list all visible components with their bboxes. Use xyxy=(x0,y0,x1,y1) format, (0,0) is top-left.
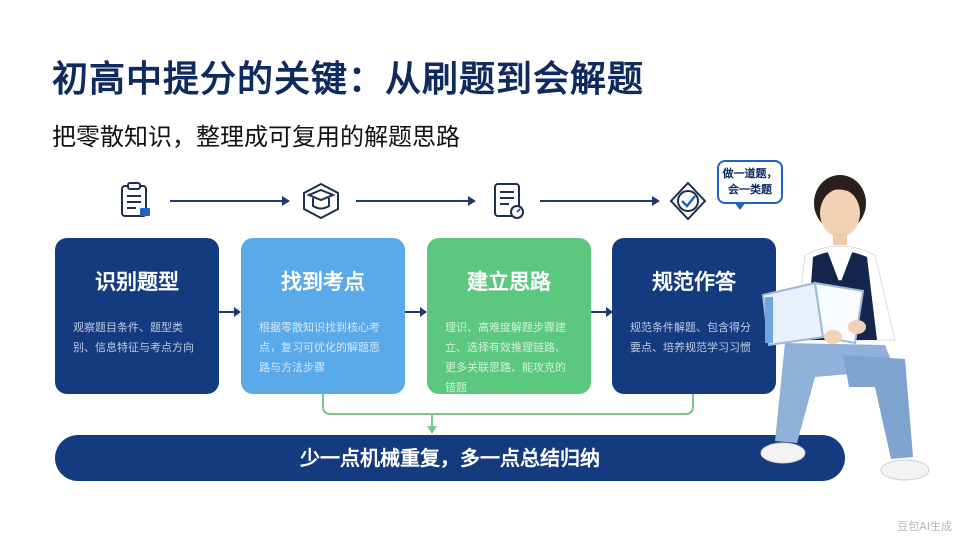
card-arrow-3 xyxy=(591,307,613,317)
step-description: 观察题目条件、题型类别、信息特征与考点方向 xyxy=(73,321,194,354)
step-title: 识别题型 xyxy=(95,270,179,294)
feedback-connector xyxy=(322,394,694,434)
speech-bubble-tail xyxy=(734,202,746,210)
graduation-cap-icon xyxy=(303,182,339,220)
watermark: 豆包AI生成 xyxy=(897,520,952,533)
page-title: 初高中提分的关键：从刷题到会解题 xyxy=(52,59,645,100)
step-description: 理识、高难度解题步骤建立、选择有效推理链路、更多关联思路、能攻克的错题 xyxy=(445,321,566,394)
step-card-build-approach: 建立思路 理识、高难度解题步骤建立、选择有效推理链路、更多关联思路、能攻克的错题 xyxy=(427,238,591,394)
step-title: 找到考点 xyxy=(281,270,365,294)
step-card-identify: 识别题型 观察题目条件、题型类别、信息特征与考点方向 xyxy=(55,238,219,394)
check-shield-icon xyxy=(669,181,707,221)
card-arrow-2 xyxy=(405,307,427,317)
page-subtitle: 把零散知识，整理成可复用的解题思路 xyxy=(52,123,460,151)
document-review-icon xyxy=(494,183,524,219)
card-arrow-1 xyxy=(219,307,241,317)
summary-banner: 少一点机械重复，多一点总结归纳 xyxy=(55,435,845,481)
bubble-line: 做一道题， xyxy=(722,167,778,180)
step-card-standard-answer: 规范作答 规范条件解题、包含得分要点、培养规范学习习惯 xyxy=(612,238,776,394)
flow-arrow-2 xyxy=(356,196,476,206)
bubble-line: 会一类题 xyxy=(728,183,772,196)
student-illustration xyxy=(760,175,930,481)
clipboard-list-icon xyxy=(121,182,150,217)
flow-arrow-1 xyxy=(170,196,290,206)
flow-arrow-3 xyxy=(540,196,660,206)
speech-bubble: 做一道题， 会一类题 xyxy=(717,160,783,204)
step-title: 规范作答 xyxy=(652,270,736,294)
step-title: 建立思路 xyxy=(467,270,551,294)
step-card-find-points: 找到考点 根据零散知识找到核心考点，复习可优化的解题思路与方法步骤 xyxy=(241,238,405,394)
step-description: 根据零散知识找到核心考点，复习可优化的解题思路与方法步骤 xyxy=(259,321,380,374)
step-description: 规范条件解题、包含得分要点、培养规范学习习惯 xyxy=(630,321,751,354)
